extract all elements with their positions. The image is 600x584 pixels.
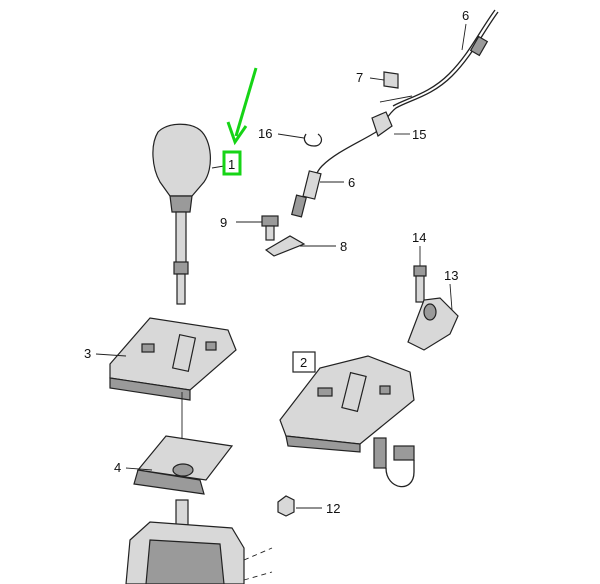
lever-bracket[interactable] <box>264 235 306 257</box>
callout-6-mid: 6 <box>348 175 355 190</box>
mounting-bolt[interactable] <box>413 265 427 303</box>
callout-2: 2 <box>300 355 307 370</box>
callout-16: 16 <box>258 126 272 141</box>
nut[interactable] <box>277 495 295 517</box>
callout-1: 1 <box>228 157 235 172</box>
circlip[interactable] <box>303 133 323 147</box>
callout-6-top: 6 <box>462 8 469 23</box>
callout-9: 9 <box>220 215 227 230</box>
callout-1-box <box>222 150 242 176</box>
mounting-bracket[interactable] <box>407 297 459 351</box>
alt-gate-cover[interactable] <box>279 355 415 488</box>
selector-housing[interactable] <box>125 499 273 584</box>
callout-8: 8 <box>340 239 347 254</box>
callout-7: 7 <box>356 70 363 85</box>
gear-knob[interactable] <box>152 123 211 305</box>
pointer-arrow <box>226 67 258 146</box>
shift-gate-cover[interactable] <box>109 317 237 450</box>
shift-cable[interactable] <box>291 9 499 218</box>
callout-12: 12 <box>326 501 340 516</box>
callout-4: 4 <box>114 460 121 475</box>
slide-plate[interactable] <box>133 435 234 495</box>
callout-3: 3 <box>84 346 91 361</box>
callout-14: 14 <box>412 230 426 245</box>
cable-bracket[interactable] <box>379 71 413 103</box>
cable-clip[interactable] <box>371 111 393 137</box>
callout-15: 15 <box>412 127 426 142</box>
bolt[interactable] <box>261 215 279 241</box>
callout-13: 13 <box>444 268 458 283</box>
leader-lines <box>95 23 467 509</box>
variant-box <box>292 351 316 373</box>
